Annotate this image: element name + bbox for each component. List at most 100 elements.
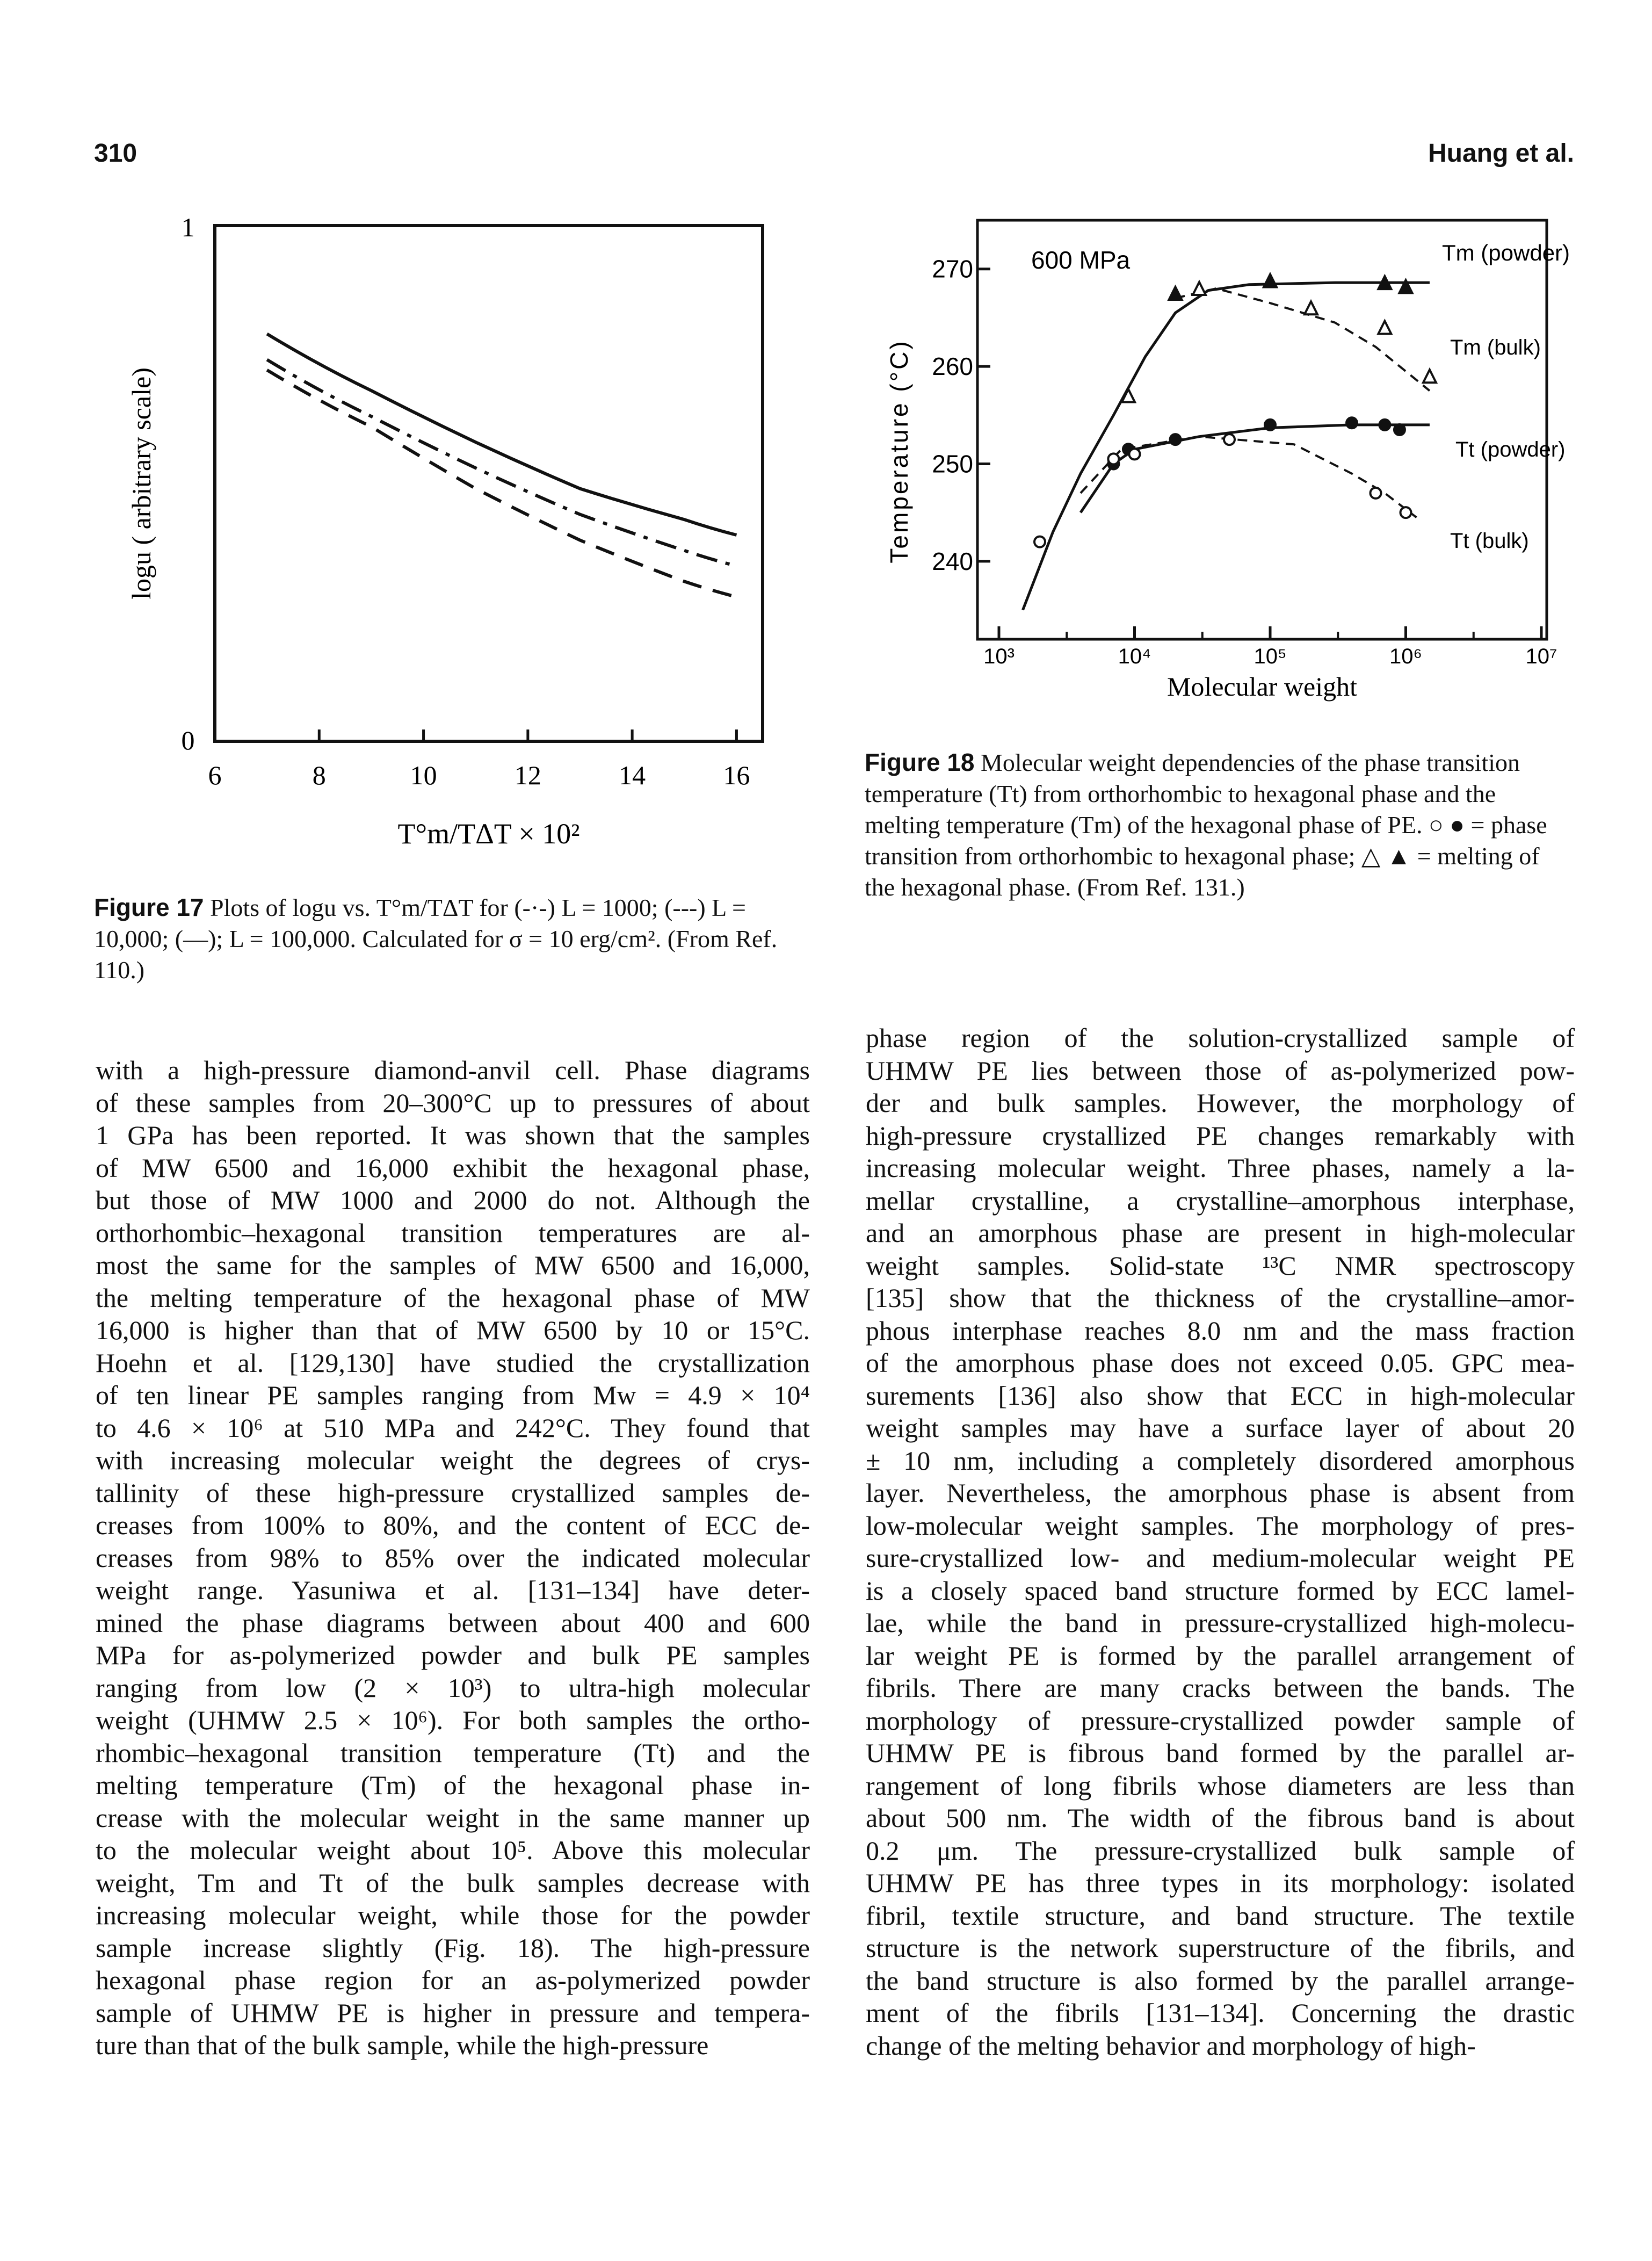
text-line: weight samples may have a surface layer … (866, 1413, 1575, 1443)
text-line: UHMW PE is fibrous band formed by the pa… (866, 1738, 1575, 1768)
text-line: surements [136] also show that ECC in hi… (866, 1380, 1575, 1411)
y-axis-label: logu ( arbitrary scale) (126, 367, 156, 599)
figure-18-points (1033, 271, 1438, 548)
x-tick-label: 10³ (983, 645, 1015, 668)
text-line: to the molecular weight about 10⁵. Above… (96, 1835, 810, 1865)
text-line: 0.2 μm. The pressure-crystallized bulk s… (866, 1835, 1575, 1866)
text-line: to 4.6 × 10⁶ at 510 MPa and 242°C. They … (96, 1412, 810, 1443)
text-line: about 500 nm. The width of the fibrous b… (866, 1803, 1575, 1833)
curve-label: Tm (bulk) (1450, 336, 1541, 359)
data-point (1376, 273, 1393, 291)
data-point (1167, 284, 1184, 301)
text-line: sure-crystallized low- and medium-molecu… (866, 1543, 1575, 1573)
text-line: UHMW PE has three types in its morpholog… (866, 1868, 1575, 1898)
phase-curve (1175, 287, 1431, 392)
data-point (1378, 418, 1392, 431)
text-line: melting temperature (Tm) of the hexagona… (96, 1770, 810, 1800)
x-tick-label: 10 (410, 760, 437, 790)
text-line: sample increase slightly (Fig. 18). The … (96, 1932, 810, 1963)
page-number: 310 (94, 139, 137, 168)
x-tick-label: 10⁵ (1254, 645, 1286, 668)
text-line: but those of MW 1000 and 2000 do not. Al… (96, 1185, 810, 1215)
y-tick-label: 260 (932, 352, 973, 380)
text-line: is a closely spaced band structure forme… (866, 1575, 1575, 1606)
x-ticks: 10³ 10⁴ 10⁵ 10⁶ 10⁷ (983, 626, 1557, 668)
text-line: Hoehn et al. [129,130] have studied the … (96, 1347, 810, 1378)
text-line: of ten linear PE samples ranging from Mw… (96, 1380, 810, 1410)
data-point (1128, 447, 1141, 461)
data-point (1376, 319, 1393, 335)
data-point (1264, 418, 1277, 431)
text-line: of MW 6500 and 16,000 exhibit the hexago… (96, 1152, 810, 1183)
x-tick-label: 6 (208, 760, 222, 790)
text-line: creases from 98% to 85% over the indicat… (96, 1542, 810, 1573)
text-line: fibril, textile structure, and band stru… (866, 1900, 1575, 1931)
caption-text: Molecular weight dependencies of the pha… (865, 749, 1547, 901)
text-line: weight range. Yasuniwa et al. [131–134] … (96, 1575, 810, 1605)
x-tick-label: 10⁷ (1526, 645, 1557, 668)
series-line (266, 358, 737, 568)
text-line: phous interphase reaches 8.0 nm and the … (866, 1315, 1575, 1346)
text-line: UHMW PE lies between those of as-polymer… (866, 1055, 1575, 1086)
x-axis-label: Molecular weight (1167, 671, 1357, 702)
series-line (266, 333, 737, 537)
text-line: der and bulk samples. However, the morph… (866, 1088, 1575, 1118)
text-line: with increasing molecular weight the deg… (96, 1445, 810, 1475)
text-line: orthorhombic–hexagonal transition temper… (96, 1217, 810, 1248)
text-line: weight, Tm and Tt of the bulk samples de… (96, 1867, 810, 1898)
text-line: mellar crystalline, a crystalline–amorph… (866, 1185, 1575, 1216)
data-point (1169, 433, 1182, 446)
text-line: morphology of pressure-crystallized powd… (866, 1705, 1575, 1736)
text-line: lar weight PE is formed by the parallel … (866, 1640, 1575, 1671)
text-line: rangement of long fibrils whose diameter… (866, 1770, 1575, 1801)
text-line: 1 GPa has been reported. It was shown th… (96, 1120, 810, 1150)
text-line: with a high-pressure diamond-anvil cell.… (96, 1055, 810, 1085)
x-tick-label: 16 (723, 760, 750, 790)
text-line: sample of UHMW PE is higher in pressure … (96, 1997, 810, 2028)
x-tick-label: 10⁶ (1389, 645, 1422, 668)
y-axis-label: Temperature (°C) (885, 339, 913, 563)
plot-frame (976, 219, 1548, 641)
text-line: ment of the fibrils [131–134]. Concernin… (866, 1998, 1575, 2028)
phase-curve (1079, 423, 1430, 514)
x-tick-label: 10⁴ (1118, 645, 1151, 668)
text-line: structure is the network superstructure … (866, 1933, 1575, 1963)
data-point (1262, 271, 1279, 288)
x-tick-label: 12 (515, 760, 541, 790)
text-line: creases from 100% to 80%, and the conten… (96, 1510, 810, 1540)
text-line: hexagonal phase region for an as-polymer… (96, 1965, 810, 1995)
data-point (1345, 416, 1359, 430)
text-line: lae, while the band in pressure-crystall… (866, 1608, 1575, 1638)
text-line: layer. Nevertheless, the amorphous phase… (866, 1478, 1575, 1508)
text-line: ± 10 nm, including a completely disorder… (866, 1445, 1575, 1476)
text-line: crease with the molecular weight in the … (96, 1802, 810, 1833)
figure-17-series (266, 333, 737, 599)
series-line (266, 369, 737, 599)
text-line: the band structure is also formed by the… (866, 1965, 1575, 1996)
plot-frame (213, 224, 764, 743)
text-line: 16,000 is higher than that of MW 6500 by… (96, 1315, 810, 1345)
left-text-column: with a high-pressure diamond-anvil cell.… (96, 1054, 810, 2062)
data-point (1107, 452, 1120, 466)
text-line: of the amorphous phase does not exceed 0… (866, 1348, 1575, 1378)
curve-label: Tt (powder) (1455, 438, 1566, 461)
figure-18-caption: Figure 18 Molecular weight dependencies … (865, 747, 1568, 903)
caption-label: Figure 17 (94, 893, 204, 921)
inset-label: 600 MPa (1031, 246, 1131, 274)
text-line: rhombic–hexagonal transition temperature… (96, 1737, 810, 1768)
text-line: high-pressure crystallized PE changes re… (866, 1120, 1575, 1151)
x-tick-label: 14 (619, 760, 646, 790)
right-text-column: phase region of the solution-crystallize… (866, 1022, 1575, 2062)
curve-label: Tt (bulk) (1450, 529, 1529, 553)
data-point (1033, 535, 1047, 548)
figure-17-axes (213, 224, 764, 743)
data-point (1369, 486, 1382, 500)
data-point (1120, 387, 1137, 403)
y-tick-label: 240 (932, 547, 973, 575)
text-line: change of the melting behavior and morph… (866, 2030, 1476, 2061)
text-line: fibrils. There are many cracks between t… (866, 1673, 1575, 1703)
data-point (1393, 423, 1406, 436)
y-tick-label: 250 (932, 450, 973, 478)
